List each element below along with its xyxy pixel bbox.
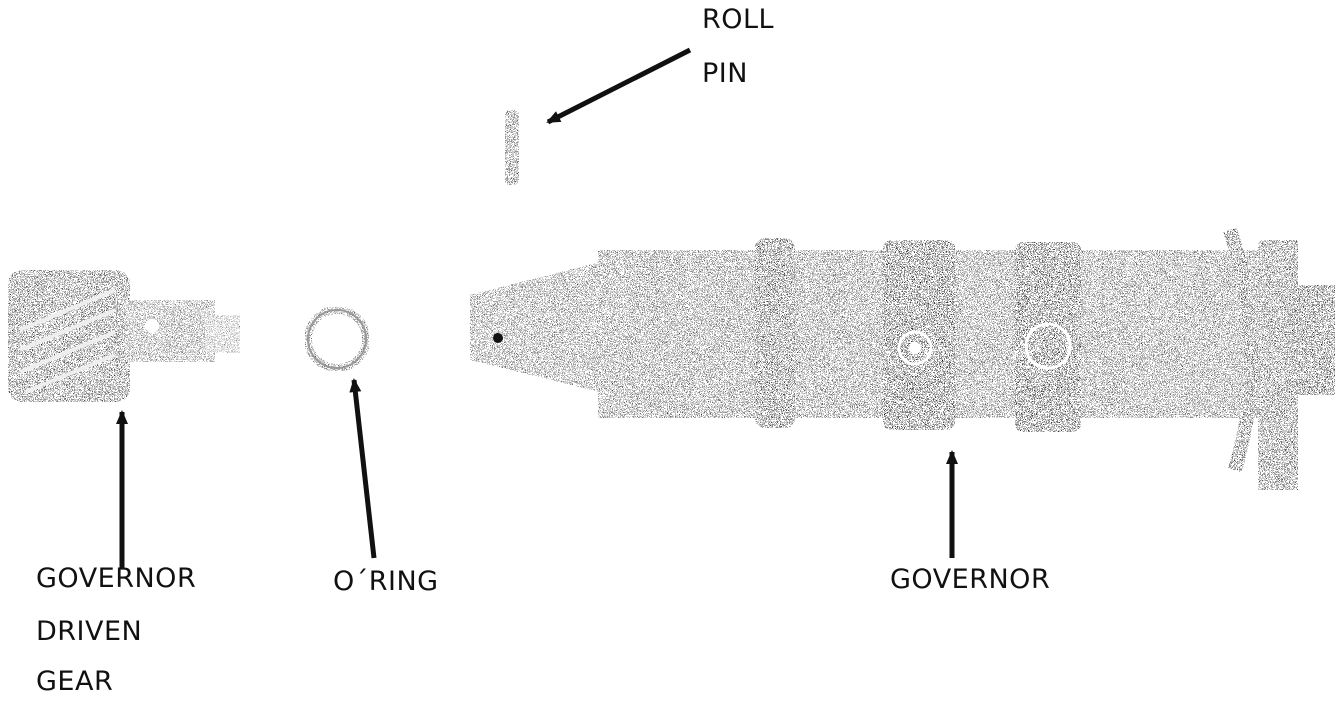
driven-gear-label-line-3: GEAR <box>36 666 114 697</box>
driven-gear-part <box>8 270 240 402</box>
roll-pin-label-line-1: ROLL <box>702 4 775 35</box>
governor-part <box>470 227 1335 490</box>
o-ring-part <box>304 306 370 372</box>
o-ring-label: O´RING <box>333 566 439 597</box>
o-ring-arrow <box>349 378 377 559</box>
roll-pin-arrow <box>546 47 692 125</box>
governor-label: GOVERNOR <box>890 564 1051 595</box>
roll-pin-label-line-2: PIN <box>702 58 748 89</box>
driven-gear-label-line-1: GOVERNOR <box>36 563 197 594</box>
driven-gear-label-line-2: DRIVEN <box>36 616 143 647</box>
roll-pin-part <box>505 110 519 185</box>
